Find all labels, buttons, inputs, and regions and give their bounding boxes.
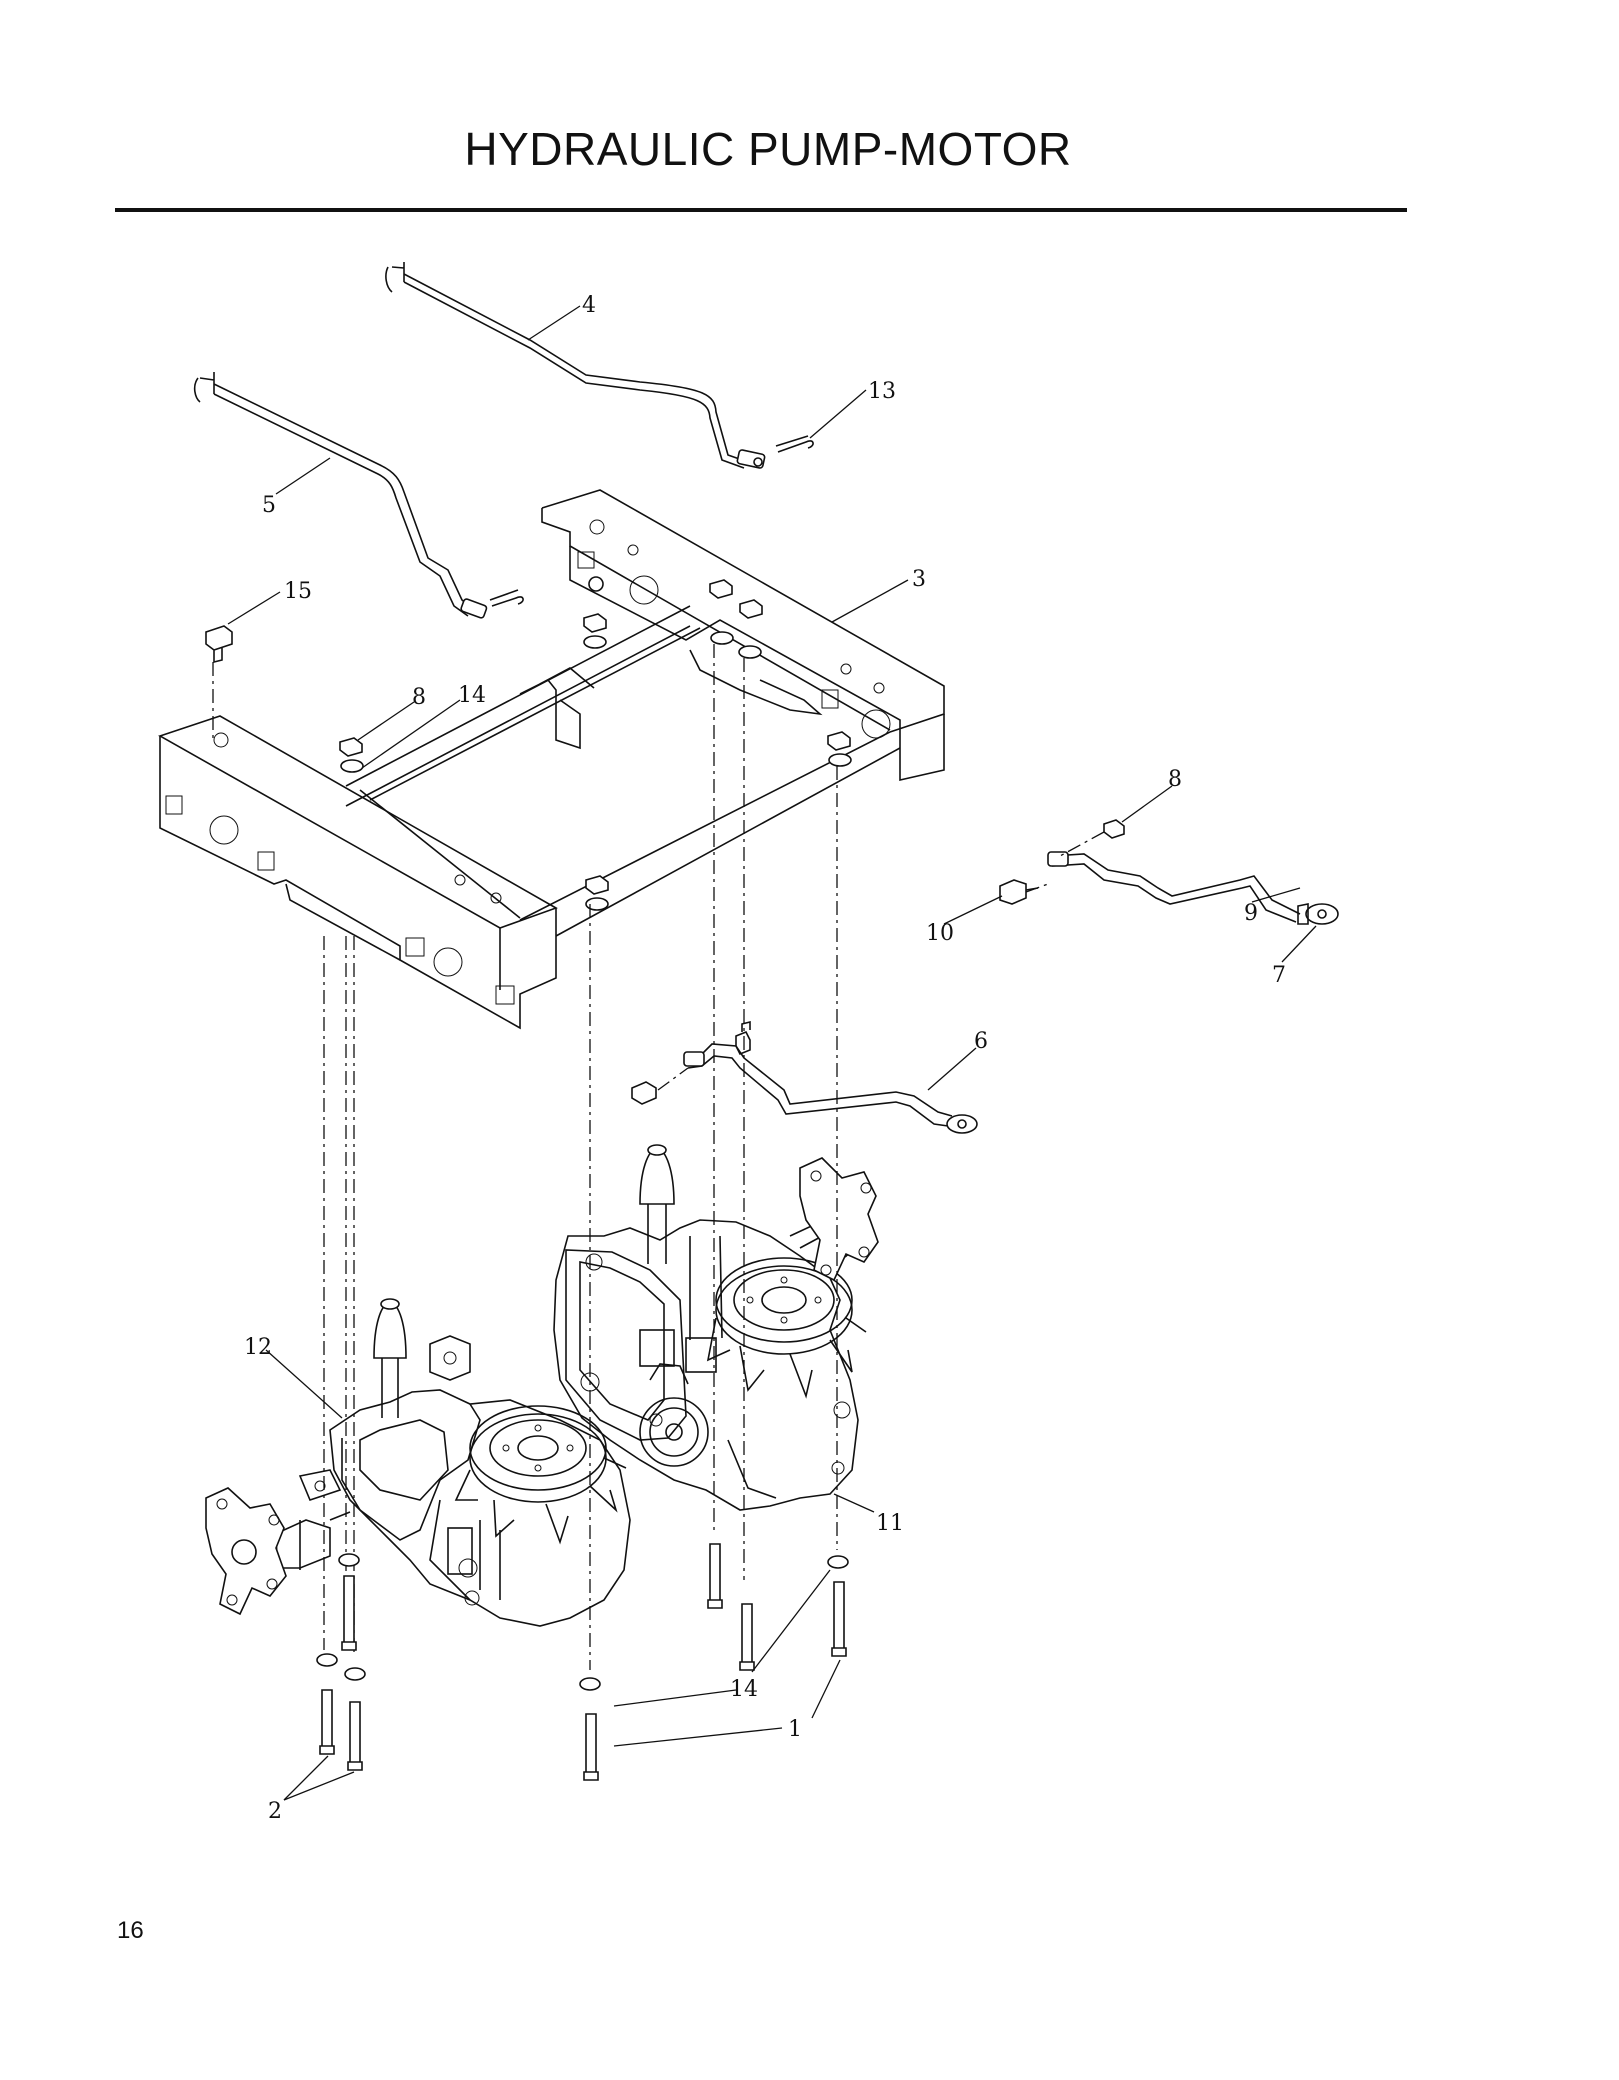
- callout-15: 15: [284, 579, 312, 604]
- callout-6: 6: [974, 1029, 988, 1054]
- callout-9: 9: [1244, 901, 1258, 926]
- callout-4: 4: [582, 293, 596, 318]
- control-rod-part-5: [193, 372, 488, 619]
- alignment-lines: [212, 644, 1105, 1670]
- frame-assembly-part-3: [158, 489, 945, 1030]
- callout-3: 3: [912, 567, 926, 592]
- linkage-rod-part-6: [631, 1020, 978, 1134]
- bolt-group-lower: [316, 1543, 849, 1781]
- callout-8-right: 8: [1168, 767, 1182, 792]
- callout-1-a: 1: [788, 1717, 802, 1742]
- callout-8-left: 8: [412, 685, 426, 710]
- callout-12: 12: [244, 1335, 272, 1360]
- control-rod-part-4: [385, 262, 766, 469]
- callout-13: 13: [868, 379, 896, 404]
- cotter-pin-part-5: [489, 589, 524, 607]
- leader-lines: [227, 305, 1317, 1801]
- pump-motor-part-11: [553, 1144, 879, 1511]
- hardware-group-frame: [205, 576, 852, 911]
- callout-7: 7: [1272, 963, 1286, 988]
- callout-14-lower: 14: [730, 1677, 758, 1702]
- callout-5: 5: [262, 493, 276, 518]
- page-title: HYDRAULIC PUMP-MOTOR: [464, 123, 1072, 175]
- callout-14-upper: 14: [458, 683, 486, 708]
- right-linkage-parts-7-8-9-10: [999, 819, 1339, 925]
- title-rule: [115, 208, 1407, 212]
- cotter-pin-part-13: [775, 435, 814, 453]
- callout-11: 11: [876, 1511, 904, 1536]
- pump-motor-part-12: [205, 1298, 631, 1627]
- page-number: 16: [117, 1917, 144, 1944]
- callout-labels: 4 13 5 3 15 8 14 8 10 9 7 6 12 11 14 1 2: [244, 293, 1286, 1824]
- callout-10: 10: [926, 921, 954, 946]
- callout-2: 2: [268, 1799, 282, 1824]
